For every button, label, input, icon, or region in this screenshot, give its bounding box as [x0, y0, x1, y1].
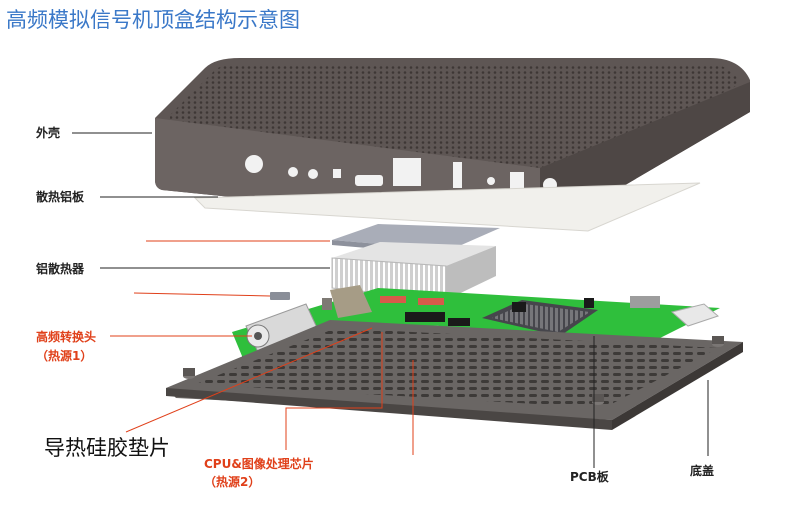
bottom-cover — [166, 320, 743, 430]
label-rf-head-heat-source: （热源1） — [36, 349, 93, 363]
leader-cpu — [285, 332, 383, 450]
rf-connector — [245, 303, 319, 353]
label-shell: 外壳 — [36, 126, 61, 140]
label-heatsink: 铝散热器 — [36, 262, 85, 276]
label-thermal-pad: 导热硅胶垫片 — [44, 436, 170, 460]
page-title: 高频模拟信号机顶盒结构示意图 — [6, 8, 300, 32]
leader-thermal-pad-bottom — [125, 327, 373, 433]
label-base: 底盖 — [690, 464, 715, 478]
label-cpu-heat-source: （热源2） — [204, 475, 261, 489]
leader-thermal-pad-mid — [133, 292, 271, 297]
shell-ports — [245, 155, 557, 192]
callout-lines — [72, 132, 709, 468]
label-cpu: CPU&图像处理芯片 — [204, 457, 314, 471]
label-pcb: PCB板 — [570, 470, 609, 484]
label-heat-plate: 散热铝板 — [36, 190, 85, 204]
label-rf-head: 高频转换头 — [36, 330, 97, 344]
heat-spreader-plate — [193, 182, 701, 232]
